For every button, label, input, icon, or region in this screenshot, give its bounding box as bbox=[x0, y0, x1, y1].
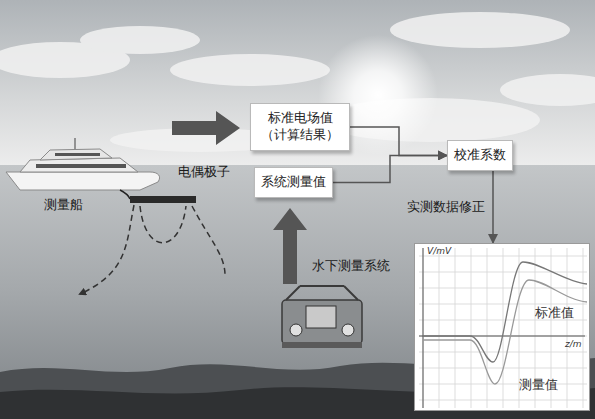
clouds bbox=[0, 12, 595, 152]
big-arrow-right bbox=[172, 111, 240, 145]
edge-label: 实测数据修正 bbox=[405, 199, 487, 215]
field-lines bbox=[80, 205, 225, 294]
connector-arrow bbox=[333, 155, 447, 182]
tow-cable bbox=[120, 190, 130, 199]
big-arrow-up bbox=[273, 208, 307, 284]
process-box: 校准系数 bbox=[447, 140, 513, 171]
ship-label: 测量船 bbox=[44, 197, 83, 213]
box-text: 校准系数 bbox=[454, 147, 506, 164]
connector-arrow bbox=[492, 171, 494, 243]
connector-arrow bbox=[350, 127, 447, 156]
chart-panel: V/mV z/m 标准值测量值 bbox=[414, 243, 590, 411]
ship bbox=[6, 138, 160, 190]
box-text: 标准电场值 （计算结果） bbox=[257, 110, 343, 144]
box-text: 系统测量值 bbox=[261, 174, 326, 191]
axis-label: V/mV bbox=[427, 247, 451, 257]
sea bbox=[0, 165, 595, 419]
chart-plot bbox=[415, 244, 591, 412]
dipole-symbol bbox=[130, 196, 196, 203]
process-box: 标准电场值 （计算结果） bbox=[250, 103, 350, 151]
system-label: 水下测量系统 bbox=[312, 258, 390, 274]
dipole-label: 电偶极子 bbox=[178, 164, 230, 180]
axis-label: z/m bbox=[565, 340, 582, 350]
process-box: 系统测量值 bbox=[254, 167, 333, 198]
series-label: 测量值 bbox=[519, 378, 558, 392]
underwater-system bbox=[282, 286, 362, 348]
series-label: 标准值 bbox=[535, 306, 574, 320]
